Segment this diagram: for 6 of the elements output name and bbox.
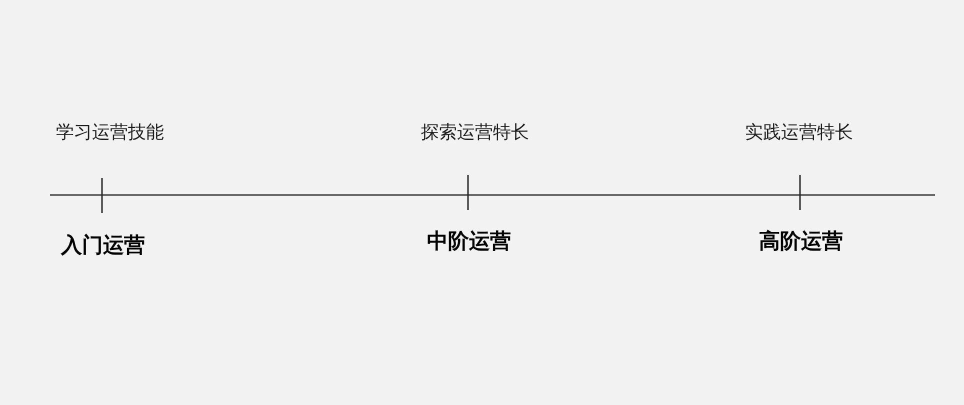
stage-title: 高阶运营 [759, 231, 843, 252]
milestone-caption: 学习运营技能 [56, 124, 164, 142]
stage-title: 入门运营 [61, 235, 145, 256]
milestone-caption: 实践运营特长 [745, 124, 853, 142]
milestone-caption: 探索运营特长 [421, 124, 529, 142]
stage-title: 中阶运营 [427, 231, 511, 252]
